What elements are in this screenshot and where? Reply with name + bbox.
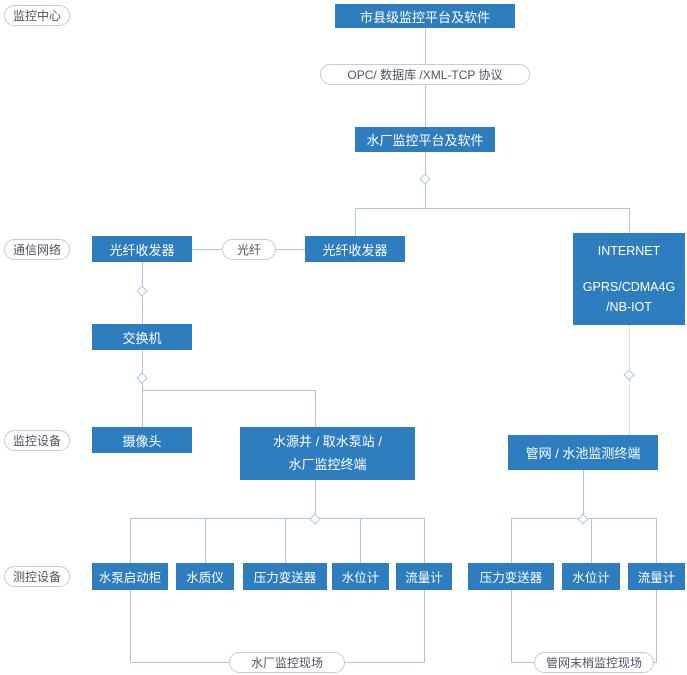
node-device-flow-meter-left: 流量计 [396,563,452,590]
connector-drop-quality-meter [205,518,206,563]
water-source-line2: 水厂监控终端 [288,456,367,472]
node-water-source-terminal: 水源井 / 取水泵站 / 水厂监控终端 [240,427,415,480]
connector-switch-branch [142,390,315,391]
connector-drop-pressure-left [285,518,286,563]
node-fiber-transceiver-left: 光纤收发器 [92,236,192,262]
connector-protocol-to-plant [425,85,426,127]
node-device-pressure-transmitter-right: 压力变送器 [468,563,554,590]
node-pipe-network-terminal: 管网 / 水池监测终端 [508,435,658,470]
internet-line3: /NB-IOT [606,299,652,314]
connector-site-right-a [511,590,512,663]
connector-dotted-to-pipe-terminal [629,379,630,435]
side-label-communication-network: 通信网络 [4,239,70,260]
connector-drop-level-right [591,518,592,563]
diamond-connector [136,285,148,297]
side-label-monitoring-devices: 监控设备 [4,430,70,451]
node-city-platform: 市县级监控平台及软件 [335,4,515,28]
node-site-plant-monitoring: 水厂监控现场 [229,652,345,673]
connector-fiber-left-to-pill [192,249,222,250]
connector-fiber-left-down [142,262,143,287]
node-device-flow-meter-right: 流量计 [628,563,685,590]
connector-branch-to-fiber-right [355,208,356,236]
internet-line1: INTERNET [597,244,661,258]
connector-branch-horizontal [355,208,630,209]
node-camera: 摄像头 [92,427,192,453]
diamond-connector [419,173,431,185]
diamond-connector [309,513,321,525]
node-device-pump-starter-cabinet: 水泵启动柜 [92,563,168,590]
connector-site-left-a [130,590,131,663]
connector-site-right-b [511,662,534,663]
diamond-connector [577,513,589,525]
connector-diamond-to-branch [425,183,426,208]
node-switch: 交换机 [92,324,192,350]
node-protocol-label: OPC/ 数据库 /XML-TCP 协议 [320,64,530,85]
node-fiber-label: 光纤 [222,239,276,260]
side-label-measurement-devices: 测控设备 [4,566,70,587]
connector-drop-flow-right [656,518,657,563]
node-plant-platform: 水厂监控平台及软件 [355,127,495,152]
connector-switch-to-camera [142,382,143,427]
side-label-monitoring-center: 监控中心 [4,5,70,26]
node-site-pipe-end-monitoring: 管网末梢监控现场 [534,652,654,673]
diamond-connector [623,369,635,381]
connector-site-left-d [345,662,424,663]
connector-switch-down [142,350,143,374]
diamond-connector [136,372,148,384]
connector-drop-pump-cabinet [130,518,131,563]
node-internet: INTERNET GPRS/CDMA4G /NB-IOT [573,233,685,325]
connector-branch-to-source [315,390,316,427]
connector-source-down [315,480,316,515]
connector-drop-level-left [360,518,361,563]
connector-branch-to-internet [629,208,630,233]
node-device-water-quality-meter: 水质仪 [176,563,234,590]
connector-site-right-d [654,662,656,663]
connector-plant-down [425,152,426,179]
connector-site-left-b [130,662,229,663]
internet-line2: GPRS/CDMA4G [582,280,676,295]
connector-to-switch [142,295,143,324]
connector-pipe-terminal-down [583,470,584,515]
connector-site-left-c [424,590,425,663]
water-source-line1: 水源井 / 取水泵站 / [272,433,383,449]
node-fiber-transceiver-right: 光纤收发器 [305,236,405,262]
node-device-level-gauge-left: 水位计 [332,563,389,590]
node-device-level-gauge-right: 水位计 [562,563,620,590]
connector-left-device-bus [130,518,424,519]
connector-pill-to-fiber-right [276,249,305,250]
connector-drop-flow-left [424,518,425,563]
connector-site-right-c [656,590,657,663]
connector-internet-down-dotted [629,325,630,371]
connector-city-to-protocol [425,28,426,64]
connector-drop-pressure-right [511,518,512,563]
node-device-pressure-transmitter-left: 压力变送器 [243,563,327,590]
